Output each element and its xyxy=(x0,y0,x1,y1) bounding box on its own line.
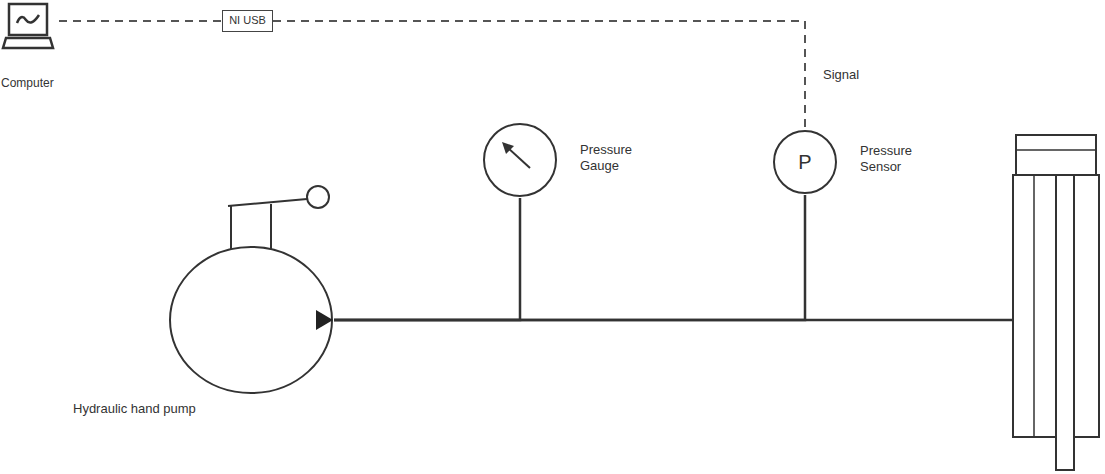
laptop-graph xyxy=(17,15,39,23)
sensor-node: PPressure Sensor xyxy=(772,129,838,195)
pump-outlet xyxy=(316,310,333,330)
part-label: Hydraulic hand pump xyxy=(73,401,196,417)
part-label: Pressure Gauge xyxy=(580,142,632,173)
part-label: Computer xyxy=(1,76,54,90)
part-label: Pressure Sensor xyxy=(860,143,912,174)
gauge-node: Pressure Gauge xyxy=(482,122,558,198)
laptop-screen xyxy=(9,4,47,35)
gauge-symbol xyxy=(482,122,558,198)
cylinder-wall xyxy=(1033,175,1035,437)
cylinder-rod xyxy=(1056,175,1074,470)
pump-body xyxy=(170,247,332,393)
pump-lever xyxy=(228,199,307,206)
signal-wire xyxy=(273,21,805,129)
box-node: NI USB xyxy=(222,10,273,32)
signal-wire xyxy=(59,20,222,22)
node-text: NI USB xyxy=(229,14,266,27)
hydraulic-line xyxy=(334,198,520,320)
hydraulic-line xyxy=(334,195,805,320)
pump-symbol xyxy=(168,245,334,395)
pump-lever xyxy=(270,204,272,250)
pump-lever xyxy=(230,206,232,250)
signal-label: Signal xyxy=(821,67,861,83)
laptop-node: Computer xyxy=(3,2,53,50)
node-text: P xyxy=(798,150,811,174)
lever-handle xyxy=(307,186,329,208)
gauge-dial xyxy=(484,124,556,196)
sensor-circle xyxy=(774,131,836,193)
cylinder-cap xyxy=(1016,149,1096,151)
gauge-needle xyxy=(502,142,514,154)
pump-node: Hydraulic hand pump xyxy=(168,245,334,395)
gauge-needle xyxy=(508,148,530,168)
laptop-base xyxy=(3,38,53,48)
cylinder-cap xyxy=(1016,135,1096,175)
laptop-symbol xyxy=(3,2,53,50)
